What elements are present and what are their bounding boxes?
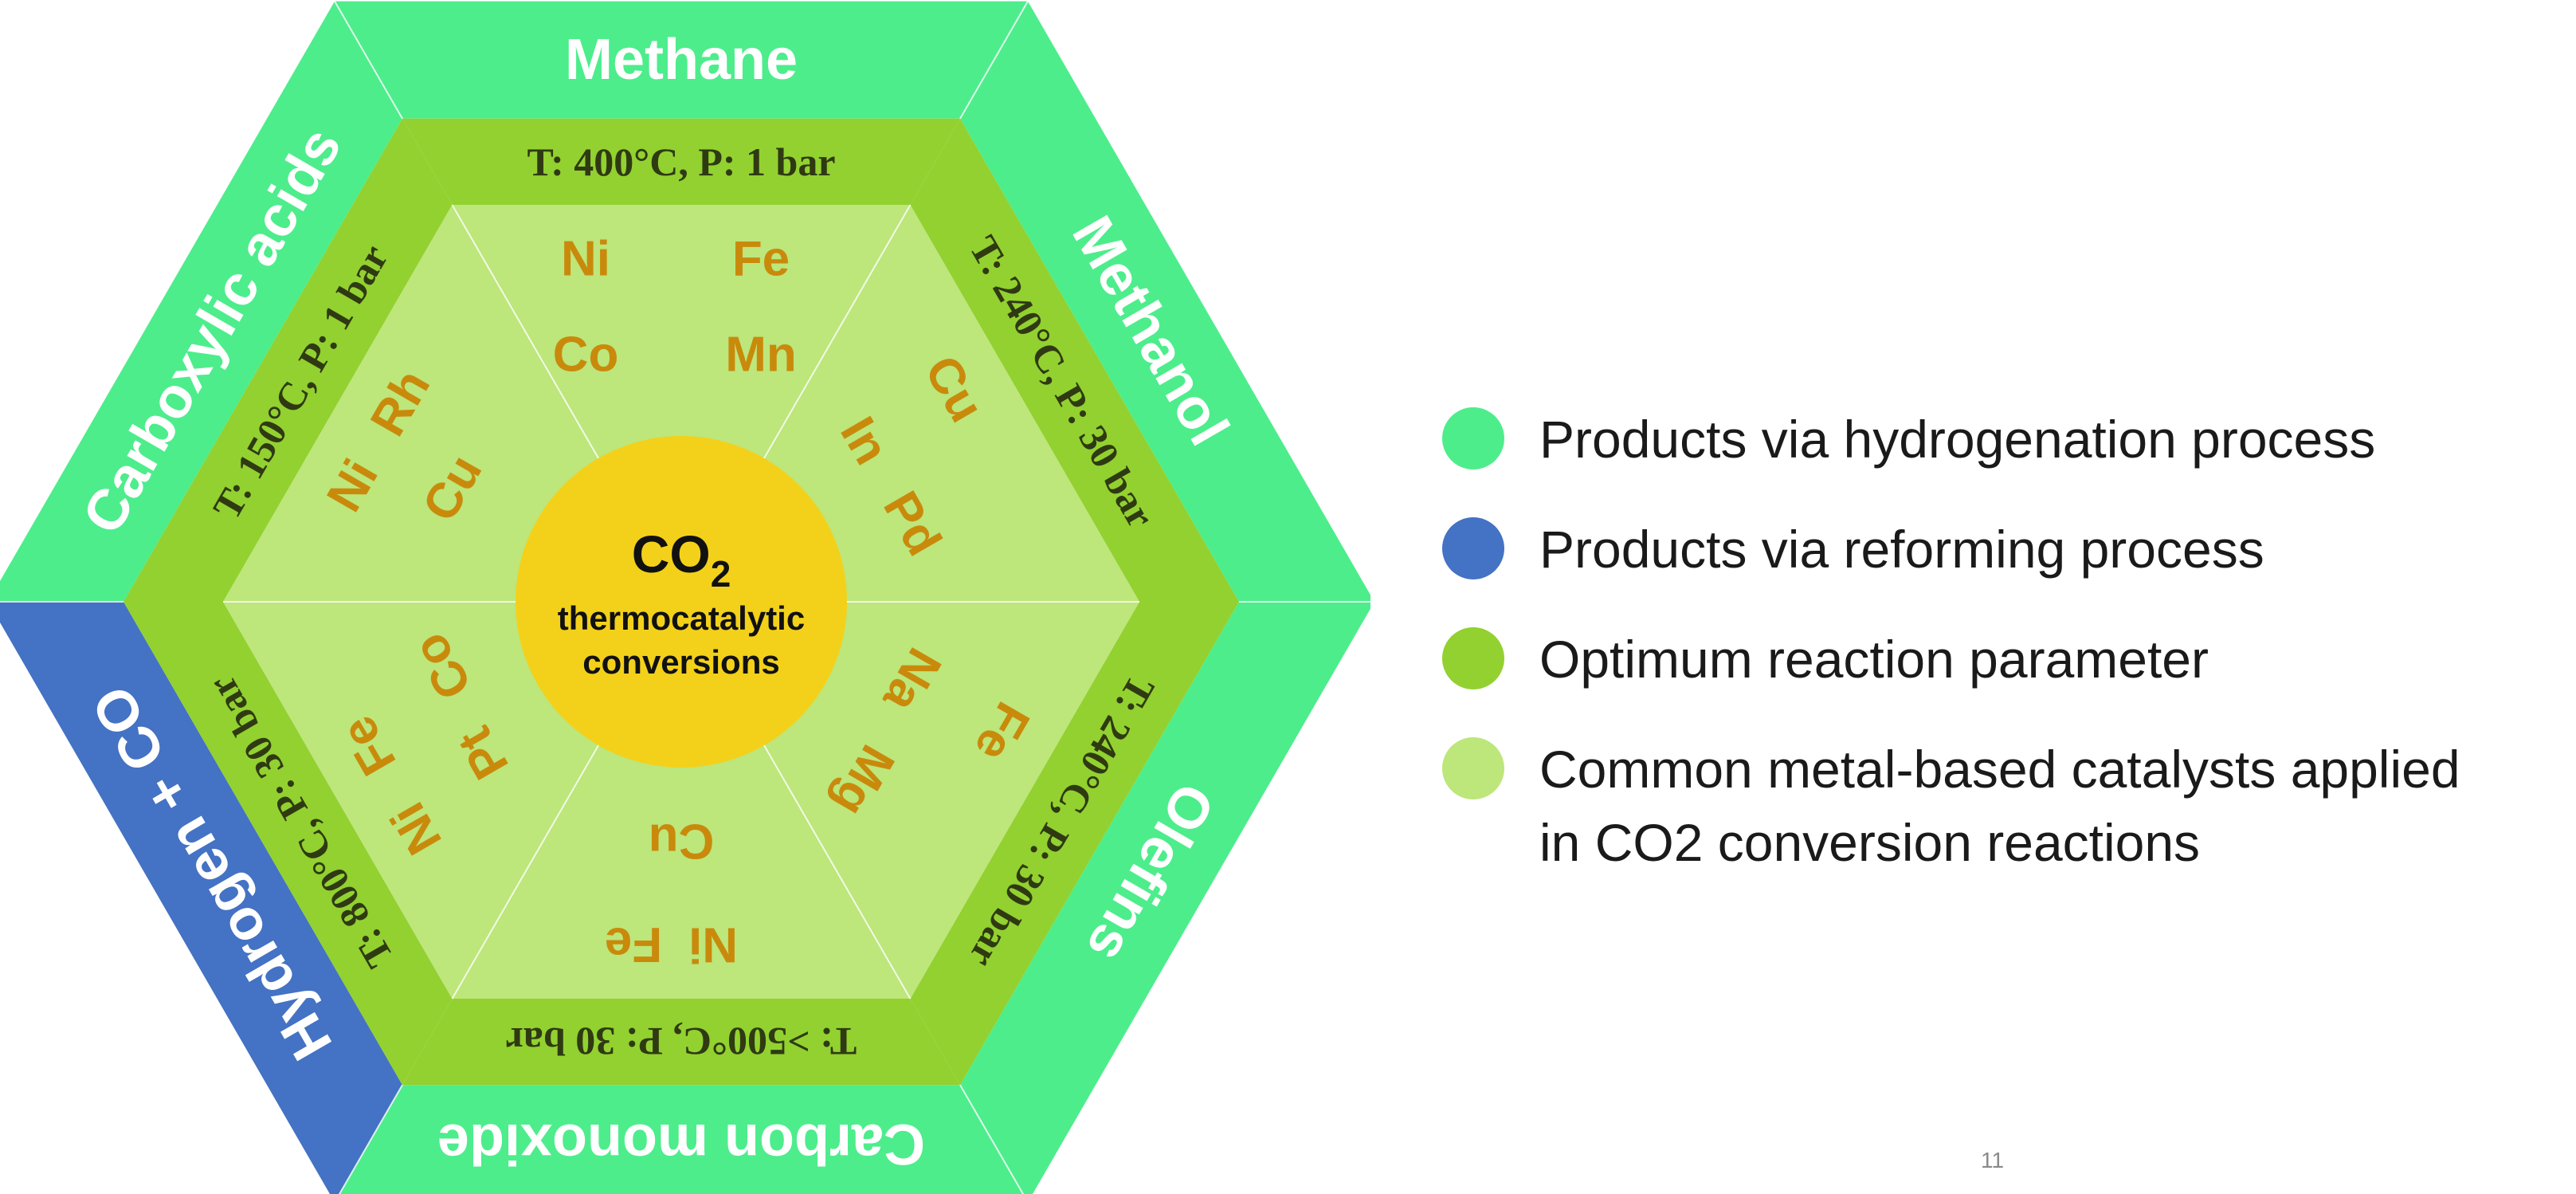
legend-item-catalyst: Common metal-based catalysts applied in … xyxy=(1442,733,2558,879)
catalyst-metal-carbon-monoxide: Cu xyxy=(649,814,715,869)
center-line-2: conversions xyxy=(582,643,779,681)
product-ring xyxy=(0,1,1370,1194)
legend-item-hydrogenation: Products via hydrogenation process xyxy=(1442,403,2558,476)
legend-label-hydrogenation: Products via hydrogenation process xyxy=(1539,410,2376,469)
divider-outer xyxy=(334,1,403,120)
center-line-1: thermocatalytic xyxy=(558,599,805,637)
legend-item-optimum: Optimum reaction parameter xyxy=(1442,623,2558,696)
conditions-label-carbon-monoxide: T: >500°C, P: 30 bar xyxy=(506,1019,857,1064)
segment-catalyst-area-methane xyxy=(452,205,911,602)
legend-dot-hydrogenation xyxy=(1442,407,1504,469)
segment-product-band-hydrogen-co xyxy=(0,602,402,1194)
center-title: CO xyxy=(632,524,711,583)
legend-label-optimum: Optimum reaction parameter xyxy=(1539,630,2209,689)
product-label-methane: Methane xyxy=(565,28,798,92)
legend-dot-reforming xyxy=(1442,517,1504,579)
product-label-carbon-monoxide: Carbon monoxide xyxy=(437,1112,925,1176)
segment-conditions-band-methanol xyxy=(910,118,1239,603)
catalyst-metal-methane: Co xyxy=(553,328,619,383)
legend-dot-catalyst xyxy=(1442,737,1504,799)
catalyst-metal-methane: Fe xyxy=(732,232,790,287)
page-number: 11 xyxy=(1981,1148,2005,1172)
legend-dot-optimum xyxy=(1442,627,1504,689)
segment-product-band-methane xyxy=(335,1,1028,119)
conditions-label-methane: T: 400°C, P: 1 bar xyxy=(527,139,835,184)
divider-outer xyxy=(959,1,1029,120)
legend-item-reforming: Products via reforming process xyxy=(1442,513,2558,586)
catalyst-metal-carbon-monoxide: Ni xyxy=(688,917,738,972)
legend: Products via hydrogenation process Produ… xyxy=(1442,403,2558,916)
center-circle: CO2 thermocatalytic conversions xyxy=(516,436,847,768)
catalyst-metal-carbon-monoxide: Fe xyxy=(605,917,662,972)
segment-conditions-band-carbon-monoxide xyxy=(402,999,960,1086)
segment-conditions-band-hydrogen-co xyxy=(124,602,453,1086)
segment-conditions-band-carboxylic-acids xyxy=(124,118,453,603)
center-subscript: 2 xyxy=(711,553,731,595)
segment-product-band-carboxylic-acids xyxy=(0,1,402,602)
divider-outer xyxy=(959,1084,1025,1194)
segment-product-band-methanol xyxy=(960,1,1370,602)
catalyst-metal-methane: Ni xyxy=(561,232,610,287)
catalyst-metal-methane: Mn xyxy=(725,328,797,383)
segment-catalyst-area-carbon-monoxide xyxy=(452,602,911,999)
segment-product-band-olefins xyxy=(960,602,1370,1194)
legend-label-reforming: Products via reforming process xyxy=(1539,520,2264,579)
conditions-ring xyxy=(124,118,1239,1086)
legend-label-catalyst: Common metal-based catalysts applied in … xyxy=(1539,740,2460,872)
svg-text:CO2: CO2 xyxy=(632,524,731,595)
divider-outer xyxy=(338,1084,403,1194)
segment-product-band-carbon-monoxide xyxy=(339,1085,1023,1194)
segment-conditions-band-olefins xyxy=(910,602,1239,1086)
segment-conditions-band-methane xyxy=(402,118,960,205)
segment-carbon-monoxide: Carbon monoxide T: >500°C, P: 30 bar Ni Fe C… xyxy=(437,814,925,1176)
